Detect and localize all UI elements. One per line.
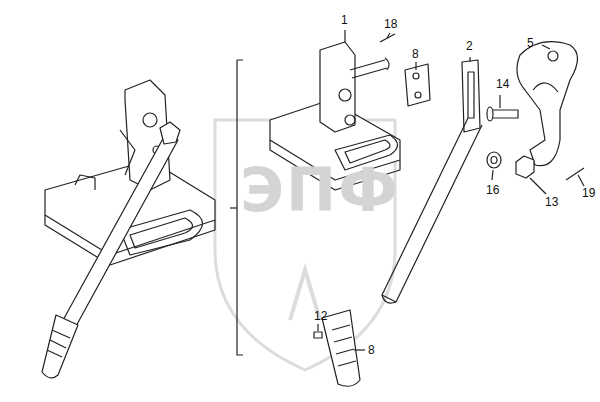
- callout-number: 8: [368, 344, 375, 356]
- callout-number: 1: [341, 14, 348, 26]
- callout-number: 8: [412, 48, 419, 60]
- callout-number: 2: [466, 40, 473, 52]
- assembly-drawing: [42, 30, 584, 386]
- callout-number: 12: [314, 310, 327, 322]
- callout-number: 18: [384, 18, 397, 30]
- callout-number: 5: [527, 37, 534, 49]
- watermark: ЭПФ: [240, 160, 400, 220]
- callout-number: 19: [582, 187, 595, 199]
- callout-number: 13: [545, 196, 558, 208]
- callout-number: 16: [486, 184, 499, 196]
- callout-number: 14: [496, 78, 509, 90]
